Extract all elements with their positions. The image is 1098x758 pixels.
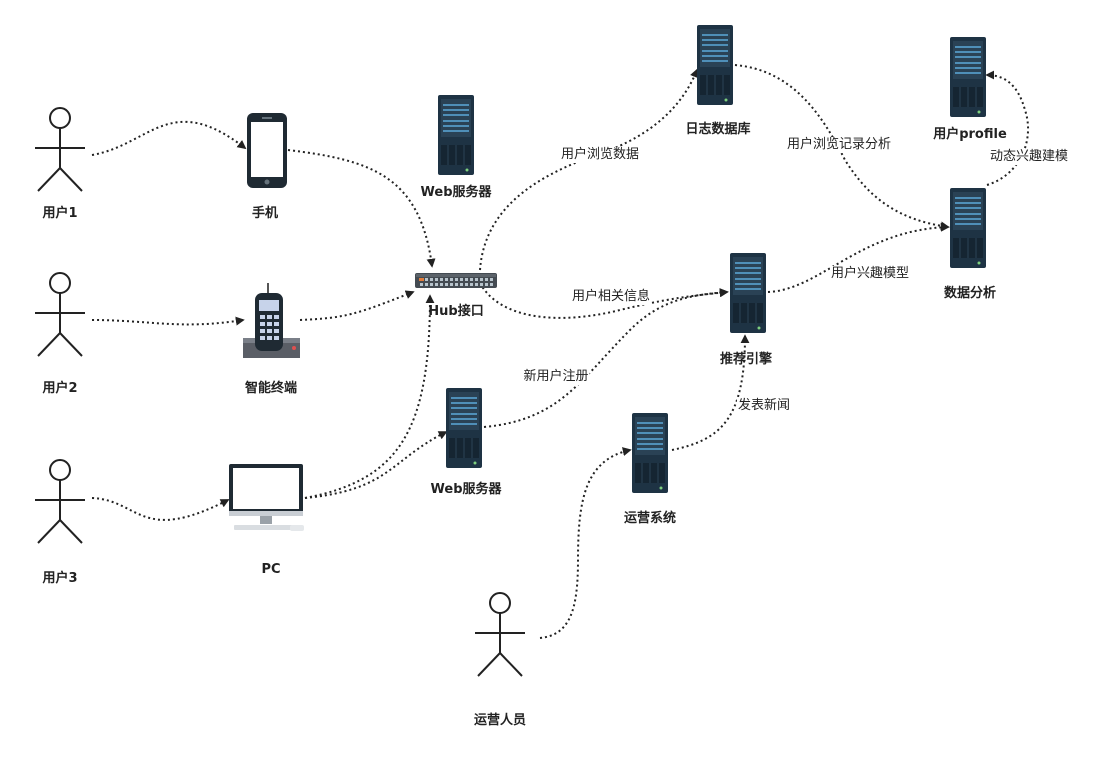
edge-label-interest-model: 用户兴趣模型 [829, 266, 911, 282]
edge-user2-terminal [91, 316, 245, 326]
edge-engine-analysis [767, 222, 950, 293]
ops-system-server-icon [631, 412, 669, 494]
recommend-engine-label: 推荐引擎 [719, 352, 773, 367]
edge-user1-phone [91, 120, 247, 156]
user3-person-icon [34, 459, 86, 544]
operator-label: 运营人员 [473, 713, 527, 728]
web-server-top-icon [437, 94, 475, 176]
hub-icon [415, 273, 497, 288]
ops-system-label: 运营系统 [623, 511, 677, 526]
web-server-bottom-label: Web服务器 [430, 482, 502, 497]
user-profile-server-icon [949, 36, 987, 118]
edge-label-new-user-register: 新用户注册 [522, 369, 590, 385]
edge-label-dynamic-interest-modeling: 动态兴趣建模 [988, 149, 1070, 165]
user1-person-icon [34, 107, 86, 192]
edge-user3-pc [91, 497, 230, 521]
edge-label-browse-record-analysis: 用户浏览记录分析 [785, 137, 893, 153]
data-analysis-label: 数据分析 [943, 286, 997, 301]
web-server-bottom-icon [445, 387, 483, 469]
edge-hub-logdb [479, 68, 699, 271]
pc-monitor-icon [229, 464, 304, 531]
user2-person-icon [34, 272, 86, 357]
user3-label: 用户3 [42, 571, 78, 586]
user-profile-label: 用户profile [933, 127, 1007, 142]
phone-label: 手机 [251, 206, 279, 221]
hub-label: Hub接口 [428, 304, 484, 319]
edge-analysis-profile [985, 70, 1030, 186]
operator-person-icon [474, 592, 526, 677]
data-analysis-server-icon [949, 187, 987, 269]
edge-pc-hub [304, 294, 435, 499]
edge-label-related-info: 用户相关信息 [570, 289, 652, 305]
edge-opssystem-engine [671, 334, 750, 451]
log-database-label: 日志数据库 [685, 122, 751, 137]
user1-label: 用户1 [42, 206, 78, 221]
phone-icon [247, 113, 287, 188]
edge-terminal-hub [299, 290, 415, 321]
recommend-engine-server-icon [729, 252, 767, 334]
edge-label-publish-news: 发表新闻 [736, 398, 792, 414]
edge-phone-hub [287, 149, 436, 268]
web-server-top-label: Web服务器 [420, 185, 492, 200]
edge-label-browse-data: 用户浏览数据 [559, 147, 641, 163]
log-database-server-icon [696, 24, 734, 106]
user2-label: 用户2 [42, 381, 78, 396]
pc-label: PC [261, 562, 281, 577]
edge-webserver-engine [483, 288, 729, 428]
edge-hub-engine [479, 282, 729, 319]
smart-terminal-icon [243, 283, 300, 358]
edge-operator-opssystem [539, 447, 632, 639]
terminal-label: 智能终端 [244, 381, 298, 396]
edge-pc-webserver [304, 431, 448, 499]
